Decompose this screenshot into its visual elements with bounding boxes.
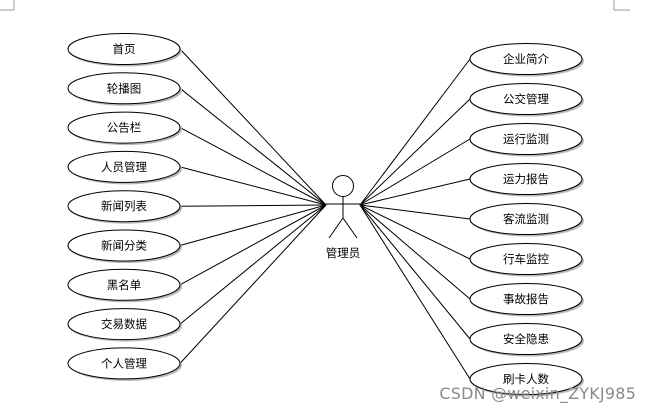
use-case-label: 运行监测: [503, 132, 549, 146]
actor-head: [332, 175, 354, 197]
use-case-ellipse: [67, 229, 181, 262]
left-association-line: [179, 204, 327, 364]
right-use-case: 客流监测: [469, 203, 584, 237]
right-use-case: 刷卡人数: [469, 363, 584, 397]
right-use-case: 安全隐患: [469, 323, 584, 357]
use-case-ellipse: [469, 163, 583, 195]
use-case-ellipse: [67, 72, 181, 105]
use-case-ellipse: [469, 283, 583, 315]
use-case-label: 行车监控: [503, 252, 549, 266]
use-case-ellipse: [67, 190, 181, 223]
actor-leg-right: [342, 217, 358, 239]
right-use-case: 运行监测: [469, 123, 584, 157]
right-association-line: [359, 138, 471, 206]
use-case-label: 新闻列表: [101, 199, 147, 213]
use-case-ellipse: [469, 323, 583, 355]
use-case-label: 黑名单: [107, 278, 142, 292]
right-association-line: [359, 204, 471, 380]
left-association-line: [179, 48, 327, 206]
right-association-line: [359, 204, 471, 300]
use-case-ellipse: [469, 83, 583, 115]
use-case-label: 运力报告: [503, 172, 549, 186]
use-case-label: 事故报告: [503, 292, 549, 306]
left-association-line: [179, 204, 327, 325]
use-case-label: 客流监测: [503, 212, 549, 226]
use-case-label: 首页: [113, 42, 136, 56]
left-association-line: [179, 166, 327, 206]
use-case-ellipse: [67, 347, 181, 380]
use-case-label: 公交管理: [503, 92, 549, 106]
left-association-line: [179, 204, 327, 207]
use-case-ellipse: [67, 111, 181, 144]
right-use-case: 运力报告: [469, 163, 584, 197]
use-case-label: 安全隐患: [503, 332, 549, 346]
left-use-case: 黑名单: [67, 268, 182, 303]
use-case-ellipse: [67, 150, 181, 183]
right-association-line: [359, 58, 471, 206]
use-case-ellipse: [67, 33, 181, 65]
left-association-line: [179, 127, 327, 206]
right-association-line: [359, 98, 471, 206]
page-corner-marks: [0, 0, 630, 11]
use-case-ellipse: [469, 123, 583, 155]
use-case-ellipse: [469, 43, 583, 75]
left-use-case: 新闻分类: [67, 229, 182, 263]
right-association-line: [359, 204, 471, 340]
use-case-label: 轮播图: [107, 81, 142, 95]
right-use-case: 公交管理: [469, 83, 584, 117]
right-association-line: [359, 204, 471, 220]
use-case-ellipse: [67, 308, 181, 341]
use-case-label: 企业简介: [503, 52, 549, 66]
use-case-ellipse: [469, 363, 583, 395]
left-use-case: 个人管理: [67, 347, 182, 381]
watermark: CSDN @weixin_ZYKJ985: [439, 384, 636, 403]
left-use-case: 新闻列表: [67, 190, 182, 224]
right-association-line: [359, 204, 471, 260]
right-association-line: [359, 178, 471, 206]
use-case-ellipse: [469, 243, 583, 275]
left-association-line: [179, 87, 327, 206]
left-use-case: 人员管理: [67, 150, 182, 185]
use-case-ellipse: [469, 203, 583, 235]
use-case-label: 个人管理: [101, 356, 147, 370]
use-case-label: 交易数据: [101, 317, 147, 331]
use-case-label: 新闻分类: [101, 239, 147, 253]
left-use-case: 公告栏: [67, 111, 182, 146]
left-use-case: 交易数据: [67, 308, 182, 342]
use-case-label: 公告栏: [107, 121, 142, 135]
actor-leg-left: [328, 217, 344, 239]
right-use-case: 行车监控: [469, 243, 584, 277]
left-use-case: 首页: [67, 33, 182, 67]
right-use-case: 事故报告: [469, 283, 584, 317]
use-case-label: 刷卡人数: [503, 372, 549, 386]
use-case-label: 人员管理: [101, 160, 147, 174]
association-lines: [179, 48, 471, 380]
left-association-line: [179, 204, 327, 286]
left-use-case: 轮播图: [67, 72, 182, 106]
left-association-line: [179, 204, 327, 246]
use-case-ellipse: [67, 268, 181, 301]
right-use-case: 企业简介: [469, 43, 584, 77]
actor-administrator: 管理员: [326, 175, 361, 260]
actor-label: 管理员: [326, 246, 361, 260]
